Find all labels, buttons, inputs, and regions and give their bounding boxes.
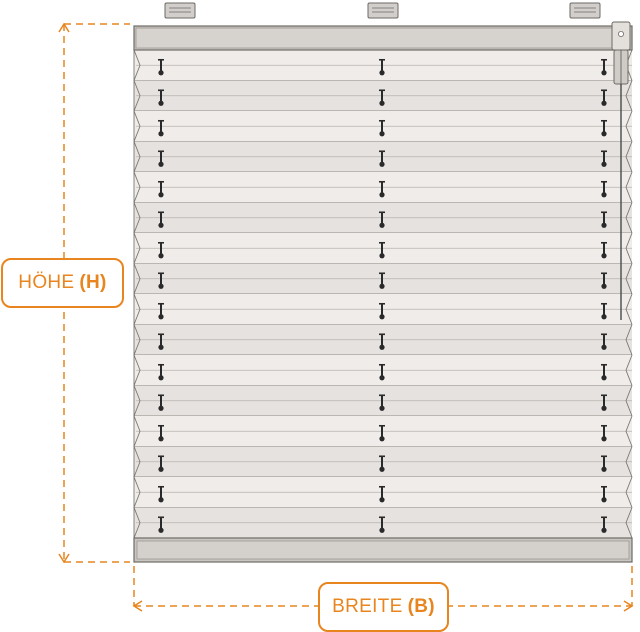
cord-stop-icon [379, 302, 385, 320]
pleat-zigzag-left [133, 293, 141, 325]
mounting-brackets [164, 2, 601, 19]
pleat-zigzag-right [625, 476, 633, 508]
mounting-bracket-icon [569, 2, 601, 19]
cord-stop-icon [601, 89, 607, 106]
cord-stop-icon [379, 363, 385, 381]
cord-stop-icon [379, 272, 385, 289]
cord-stop-icon [158, 455, 164, 472]
cord-stop-icon [158, 211, 164, 228]
cord-stop-icon [158, 272, 164, 289]
operating-handle-icon [611, 21, 631, 320]
cord-stop-icon [158, 516, 164, 533]
width-label-text: BREITE [332, 596, 403, 617]
cord-stop-icon [601, 272, 607, 289]
cord-stop-icon [379, 58, 385, 76]
cord-stop-icon [601, 119, 607, 137]
cord-stop-icon [158, 119, 164, 137]
width-dimension-label: BREITE (B) [318, 582, 449, 632]
pleat-zigzag-right [625, 507, 633, 539]
pleat-zigzag-right [625, 202, 633, 234]
cord-stop-icon [158, 150, 164, 167]
cord-stop-icon [601, 424, 607, 442]
cord-stop-icon [601, 516, 607, 533]
cord-stop-icon [601, 363, 607, 381]
cord-stop-icon [379, 150, 385, 167]
pleat-zigzag-left [133, 80, 141, 112]
pleat-zigzag-left [133, 232, 141, 264]
cord-stops [158, 58, 607, 533]
cord-stop-icon [601, 455, 607, 472]
pleat-zigzag-left [133, 263, 141, 295]
pleat-zigzag-right [625, 293, 633, 325]
mounting-bracket-icon [164, 2, 196, 19]
cord-stop-icon [158, 363, 164, 381]
pleat-zigzag-right [625, 141, 633, 173]
top-rail [133, 25, 633, 51]
cord-stop-icon [158, 58, 164, 76]
cord-stop-icon [601, 241, 607, 259]
cord-stop-icon [601, 150, 607, 167]
cord-stop-icon [379, 211, 385, 228]
bottom-rail [133, 537, 633, 563]
cord-stop-icon [158, 424, 164, 442]
pleat-zigzag-left [133, 385, 141, 417]
rails [133, 25, 633, 563]
pleat-zigzag-right [625, 324, 633, 356]
cord-stop-icon [158, 302, 164, 320]
cord-stop-icon [601, 394, 607, 411]
pleat-zigzag-left [133, 415, 141, 447]
pleat-zigzag-left [133, 354, 141, 386]
pleat-zigzag-right [625, 354, 633, 386]
pleat-zigzag-left [133, 141, 141, 173]
cord-stop-icon [379, 119, 385, 137]
cord-stop-icon [601, 58, 607, 76]
height-label-symbol: (H) [79, 272, 107, 293]
cord-stop-icon [158, 485, 164, 503]
cord-stop-icon [158, 89, 164, 106]
pleat-zigzag-right [625, 232, 633, 264]
cord-stop-icon [379, 89, 385, 106]
pleat-zigzag-left [133, 49, 141, 81]
height-arrow-bottom [58, 553, 70, 564]
cord-stop-icon [379, 455, 385, 472]
width-label-symbol: (B) [407, 596, 435, 617]
cord-stop-icon [601, 333, 607, 350]
cord-stop-icon [601, 302, 607, 320]
height-label-text: HÖHE [18, 272, 75, 293]
cord-stop-icon [601, 180, 607, 198]
cord-stop-icon [601, 211, 607, 228]
cord-stop-icon [158, 180, 164, 198]
cord-stop-icon [379, 333, 385, 350]
pleat-zigzag-right [625, 263, 633, 295]
cord-stop-icon [601, 485, 607, 503]
mounting-bracket-icon [367, 2, 399, 19]
cord-stop-icon [379, 394, 385, 411]
cord-stop-icon [379, 241, 385, 259]
width-arrow-right [623, 600, 634, 612]
pleat-zigzag-left [133, 507, 141, 539]
pleat-zigzag-left [133, 171, 141, 203]
pleat-zigzag-left [133, 446, 141, 478]
pleat-zigzag-right [625, 415, 633, 447]
height-arrow-top [58, 22, 70, 33]
pleat-zigzag-right [625, 110, 633, 142]
cord-stop-icon [158, 333, 164, 350]
height-dimension-label: HÖHE (H) [1, 258, 124, 308]
cord-stop-icon [379, 485, 385, 503]
pleat-zigzag-right [625, 446, 633, 478]
cord-stop-icon [379, 424, 385, 442]
pleat-zigzag-left [133, 476, 141, 508]
pleat-zigzag-right [625, 385, 633, 417]
cord-stop-icon [379, 516, 385, 533]
cord-stop-icon [158, 394, 164, 411]
pleat-zigzag-right [625, 80, 633, 112]
pleat-zigzag-left [133, 110, 141, 142]
pleat-zigzag-left [133, 324, 141, 356]
pleat-zigzag-left [133, 202, 141, 234]
cord-stop-icon [158, 241, 164, 259]
cord-stop-icon [379, 180, 385, 198]
width-arrow-left [132, 600, 143, 612]
pleat-zigzag-right [625, 171, 633, 203]
